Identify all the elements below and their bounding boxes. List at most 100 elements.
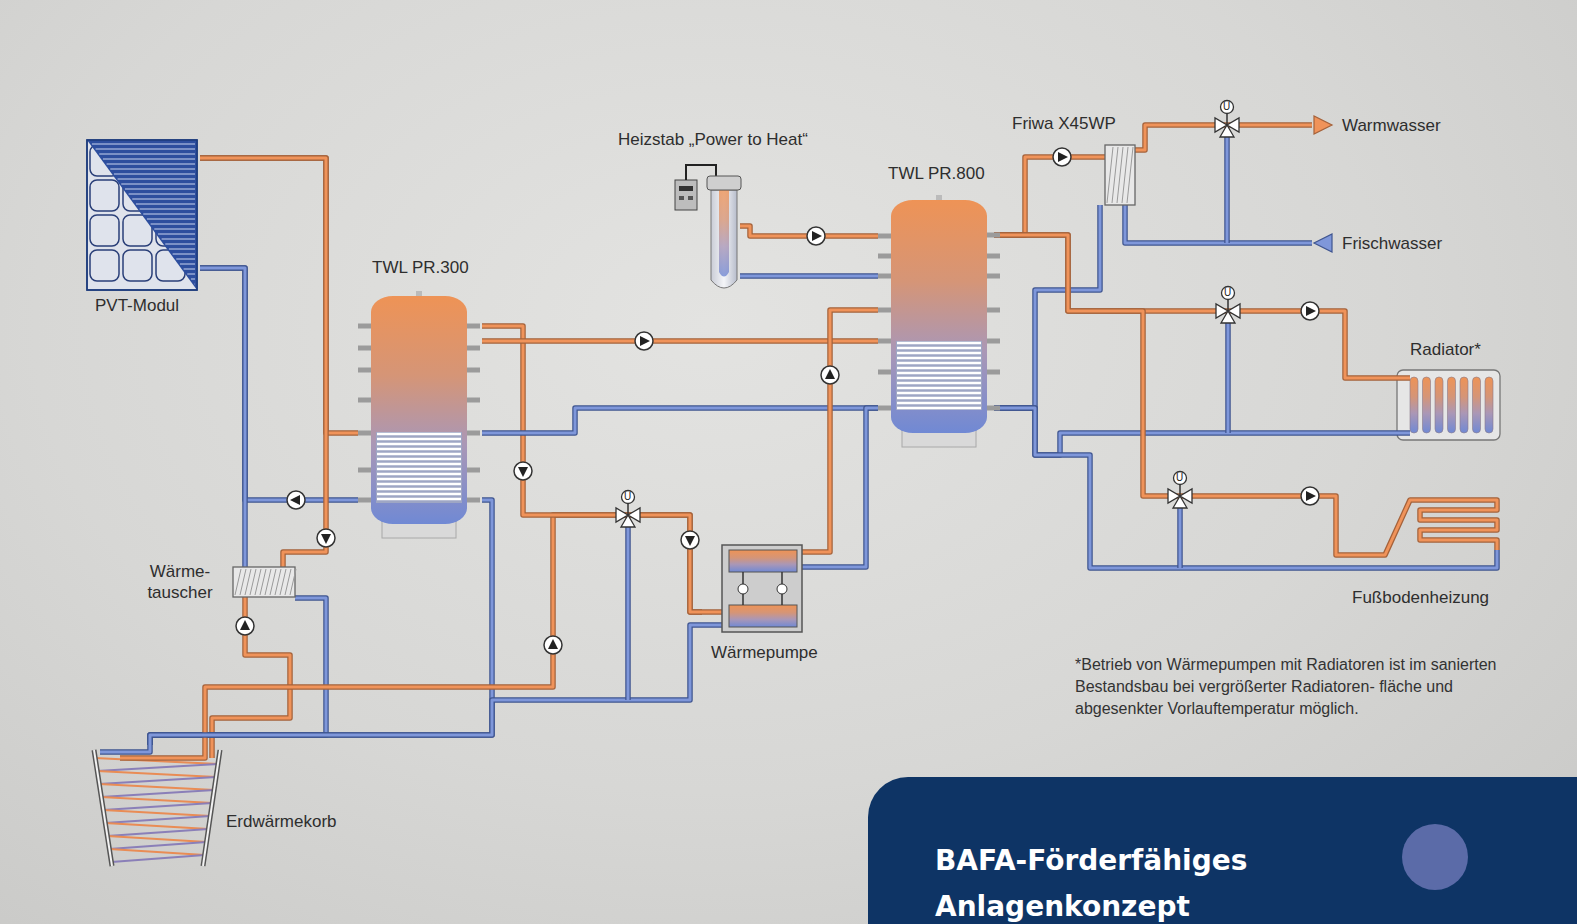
tank-port [985,274,1000,279]
coil-line [897,347,981,350]
tank-port [465,398,480,403]
tank-port [985,233,1000,238]
plate-line [250,569,256,595]
absorber-line [180,264,195,265]
valve-port [621,515,635,527]
pipe-outline [1040,154,1105,160]
tank-port [878,274,893,279]
pump-arrow [518,467,528,477]
pipe-outline [482,408,878,433]
pipe-core [826,310,878,552]
pump-symbol [317,529,335,547]
coil-line [897,382,981,385]
plate-line [270,569,276,595]
pump-arrow [1306,491,1316,501]
pipe-connector [482,408,878,433]
tank-port [358,346,373,351]
pipe-outline [482,326,702,612]
valve-stem [627,504,629,515]
coil-line [377,478,461,481]
pipe-outline [200,158,326,560]
ground-collector-shape [88,745,358,870]
absorber-line [103,159,195,160]
plate-line [245,569,251,595]
tank-port [985,370,1000,375]
pipe-connector [212,606,290,745]
pipe-core [1330,550,1497,568]
pipe-outline [1395,375,1410,381]
coil-line [377,433,461,436]
compressor [738,584,748,594]
pump-symbol [236,617,254,635]
pipe-outline [1330,550,1497,568]
absorber-line [194,284,195,285]
pipe-core [832,275,878,278]
absorber-line [173,254,195,255]
pipe-outline [1224,137,1230,243]
pipe-outline [1125,208,1312,243]
coil-line [897,342,981,345]
pipe-outline [200,268,358,500]
radiator-column [1448,377,1456,433]
plate-line [1127,147,1133,203]
ground-coil [103,803,212,810]
pipe-outline [150,625,702,745]
absorber-line [110,169,195,170]
footnote: *Betrieb von Wärmepumpen mit Radiatoren … [1075,654,1527,720]
valve-stem [1226,114,1228,125]
pump-symbol [287,491,305,509]
plate-line [260,569,266,595]
ground-coil [109,842,206,849]
pipe-core [1125,208,1312,243]
absorber-line [140,209,195,210]
tank-port [358,431,373,436]
pump-symbol [635,332,653,350]
pipe-core [1179,508,1182,568]
coil-line [897,407,981,410]
pipe-outline [1330,496,1497,555]
valve-actuator-label: U [1176,472,1183,484]
ground-coil [99,777,216,784]
component-label: Wärme- tauscher [140,561,220,603]
tank-port [878,370,893,375]
pipe-core [295,597,300,600]
coil-line [377,443,461,446]
valve-actuator-label: U [624,491,631,503]
component-label: Warmwasser [1342,116,1441,136]
component-label: Wärmepumpe [711,643,818,663]
pipe-connector [994,208,1100,408]
pipe-outline [120,745,205,758]
pump-symbol [1301,487,1319,505]
plate-line [285,569,291,595]
heat-exchanger: Wärme- tauscher [140,560,300,606]
pvt-module: PVT-Modul [86,138,200,324]
component-label: PVT-Modul [95,296,179,316]
pipe-core [100,745,150,752]
radiator-frame [1397,370,1500,440]
pipe-core [482,326,702,612]
pipe-outline [280,560,286,567]
coil-line [377,438,461,441]
ground-coil [97,764,218,771]
tank-port [358,368,373,373]
tank-port [465,368,480,373]
pipe-outline [832,273,878,279]
valve-actuator-label: U [1223,101,1230,113]
pipe-connector [200,158,358,433]
pump-symbol [1301,302,1319,320]
floor-heating: Fußbodenheizung [1330,488,1504,610]
coil-line [897,352,981,355]
valve-actuator-label: U [1224,287,1231,299]
radiator-column [1435,377,1443,433]
ground-coil [101,797,212,803]
component-label: Fußbodenheizung [1352,588,1489,608]
absorber-line [107,164,195,165]
absorber-line [125,189,195,190]
tank-port [358,398,373,403]
pump-symbol [681,531,699,549]
pipe-core [282,560,285,567]
pipe-outline [150,598,326,745]
controller-button [688,196,693,200]
pipe-outline [625,527,631,700]
pipe-outline [295,595,300,601]
